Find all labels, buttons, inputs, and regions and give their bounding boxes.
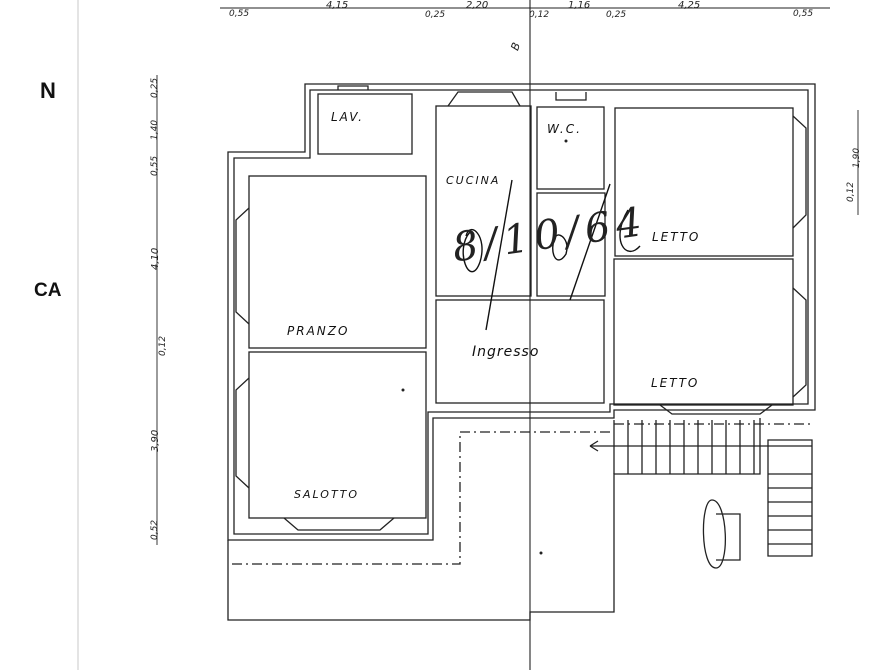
outer-wall [227, 83, 816, 541]
dim-left-1: 0,25 [150, 77, 160, 98]
inner-outer-wall [233, 89, 809, 535]
window-letto1 [792, 115, 807, 229]
dim-left-4: 4,10 [150, 247, 161, 270]
dim-top-1: 0,55 [229, 9, 250, 19]
window-pranzo [235, 207, 250, 325]
window-salotto-bottom [283, 517, 395, 531]
dim-left-3: 0,55 [150, 155, 160, 176]
label-north: N [40, 78, 56, 103]
dim-top-9: 0,55 [793, 9, 814, 19]
terrace-outline [227, 418, 761, 621]
room-letto-1 [614, 107, 794, 257]
dim-top-2: 4,15 [326, 0, 349, 11]
window-salotto-side [235, 377, 250, 489]
room-salotto [248, 351, 427, 519]
window-letto2 [792, 287, 807, 398]
label-letto-2: LETTO [651, 376, 700, 390]
label-lav: LAV. [331, 110, 364, 124]
label-ca: CA [34, 280, 62, 301]
stair-arrow [589, 440, 812, 452]
label-wc: W.C. [547, 122, 582, 136]
dim-top-7: 0,25 [606, 10, 627, 20]
window-lav [337, 85, 369, 90]
dim-right-1: 1,90 [852, 147, 862, 168]
dim-left-2: 1,40 [150, 119, 160, 140]
dim-top-3: 0,25 [425, 10, 446, 20]
terrace-dashed [232, 431, 614, 565]
room-wc [536, 106, 605, 190]
stairs-upper [613, 420, 755, 474]
label-letto-1: LETTO [652, 230, 701, 244]
label-cucina: CUCINA [446, 174, 501, 187]
stairs-right [767, 439, 813, 557]
dim-right-2: 0,12 [846, 181, 856, 202]
label-pranzo: PRANZO [287, 324, 350, 338]
dim-top-4: 2,20 [466, 0, 489, 11]
label-salotto: SALOTTO [294, 488, 360, 501]
dim-left-6: 3,90 [150, 429, 161, 452]
spiral-stair [702, 499, 741, 569]
dim-top-5: 0,12 [529, 10, 550, 20]
window-wc [555, 92, 587, 101]
room-lav [317, 93, 413, 155]
room-pranzo [248, 175, 427, 349]
window-letto2-bottom [659, 404, 773, 415]
room-ingresso [435, 299, 605, 404]
dim-left-7: 0,52 [150, 519, 160, 540]
room-cucina [435, 105, 532, 297]
label-ingresso: Ingresso [472, 344, 540, 360]
room-letto-2 [613, 258, 794, 406]
dim-left-5: 0,12 [158, 335, 168, 356]
window-cucina [447, 91, 521, 107]
dim-top-6: 1,16 [568, 0, 591, 11]
dim-top-8: 4,25 [678, 0, 701, 11]
